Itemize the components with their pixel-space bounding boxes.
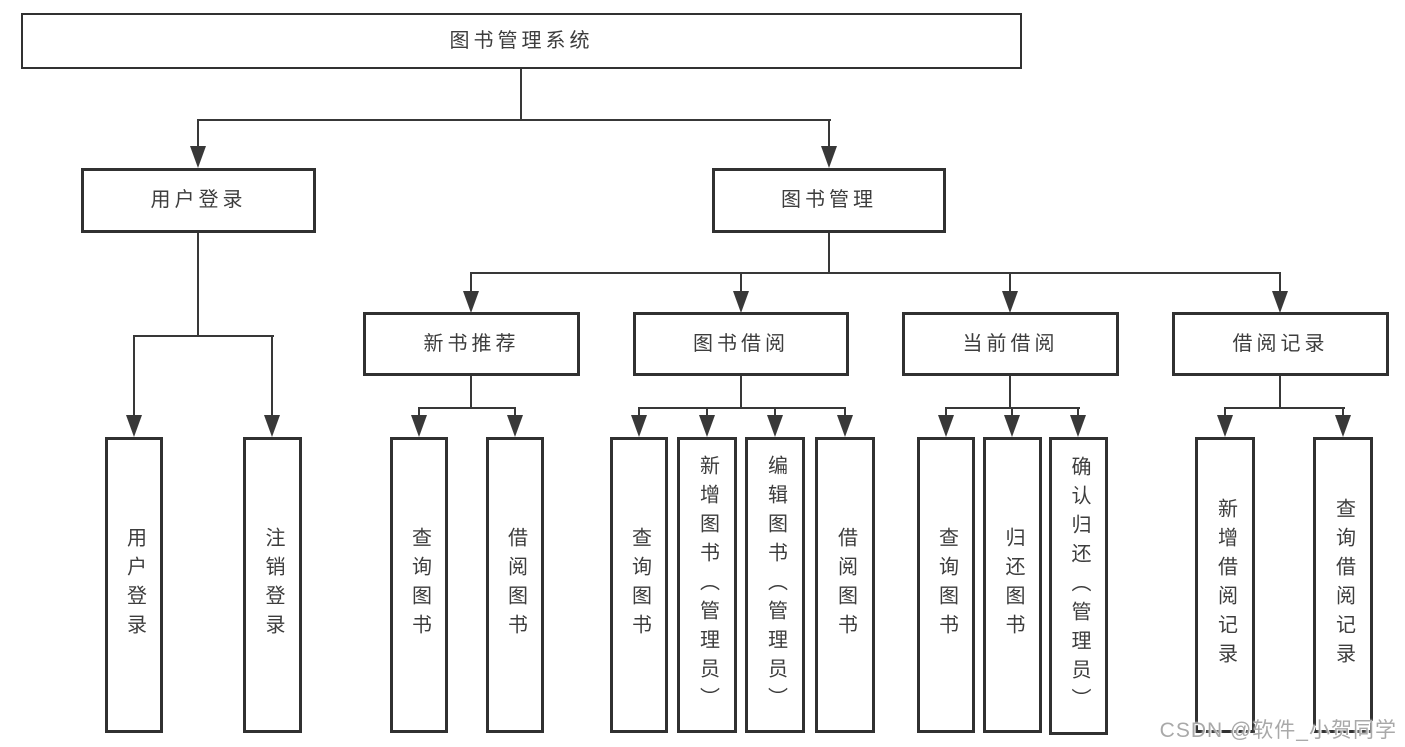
connector-records-rail bbox=[1224, 407, 1345, 409]
connector-arrow-stem bbox=[828, 119, 830, 150]
connector-arrow-stem bbox=[1224, 407, 1226, 419]
node-current-borrowing-label: 当前借阅 bbox=[962, 332, 1059, 355]
node-user-login: 用户登录 bbox=[81, 168, 316, 233]
node-new-book-recommend: 新书推荐 bbox=[363, 312, 580, 376]
arrowhead-icon bbox=[264, 415, 280, 437]
connector-arrow-stem bbox=[945, 407, 947, 419]
leaf-query-books-current: 查询图书 bbox=[917, 437, 975, 733]
leaf-add-borrow-record-label: 新增借阅记录 bbox=[1214, 498, 1237, 672]
leaf-borrow-books-recommend: 借阅图书 bbox=[486, 437, 544, 733]
connector-arrow-stem bbox=[514, 407, 516, 419]
leaf-query-books-borrowing: 查询图书 bbox=[610, 437, 668, 733]
arrowhead-icon bbox=[1272, 291, 1288, 313]
node-current-borrowing: 当前借阅 bbox=[902, 312, 1119, 376]
arrowhead-icon bbox=[126, 415, 142, 437]
arrowhead-icon bbox=[1335, 415, 1351, 437]
arrowhead-icon bbox=[1004, 415, 1020, 437]
connector-root-stem bbox=[520, 69, 522, 121]
node-borrow-records: 借阅记录 bbox=[1172, 312, 1389, 376]
connector-arrow-stem bbox=[271, 335, 273, 419]
leaf-return-books: 归还图书 bbox=[983, 437, 1042, 733]
node-book-borrowing: 图书借阅 bbox=[633, 312, 849, 376]
leaf-confirm-return-admin: 确认归还（管理员） bbox=[1049, 437, 1108, 735]
connector-arrow-stem bbox=[133, 335, 135, 419]
leaf-query-books-current-label: 查询图书 bbox=[935, 527, 958, 643]
arrowhead-icon bbox=[1002, 291, 1018, 313]
connector-arrow-stem bbox=[197, 119, 199, 150]
node-book-management-label: 图书管理 bbox=[781, 189, 877, 211]
leaf-logout: 注销登录 bbox=[243, 437, 302, 733]
leaf-add-book-admin-label: 新增图书（管理员） bbox=[696, 454, 719, 716]
connector-current-stem bbox=[1009, 376, 1011, 409]
leaf-query-books-recommend-label: 查询图书 bbox=[408, 527, 431, 643]
node-book-management: 图书管理 bbox=[712, 168, 946, 233]
leaf-borrow-books-label: 借阅图书 bbox=[834, 527, 857, 643]
connector-arrow-stem bbox=[1009, 272, 1011, 295]
connector-new-rec-stem bbox=[470, 376, 472, 409]
leaf-user-login-label: 用户登录 bbox=[123, 527, 146, 643]
node-new-book-recommend-label: 新书推荐 bbox=[423, 332, 520, 355]
leaf-query-borrow-record: 查询借阅记录 bbox=[1313, 437, 1373, 733]
node-user-login-label: 用户登录 bbox=[150, 189, 247, 211]
connector-records-stem bbox=[1279, 376, 1281, 409]
node-borrow-records-label: 借阅记录 bbox=[1232, 332, 1329, 355]
connector-arrow-stem bbox=[1077, 407, 1079, 419]
arrowhead-icon bbox=[411, 415, 427, 437]
connector-borrow-rail bbox=[638, 407, 846, 409]
leaf-query-books-recommend: 查询图书 bbox=[390, 437, 448, 733]
connector-book-mgmt-stem bbox=[828, 233, 830, 274]
arrowhead-icon bbox=[507, 415, 523, 437]
connector-arrow-stem bbox=[774, 407, 776, 419]
leaf-add-book-admin: 新增图书（管理员） bbox=[677, 437, 737, 733]
connector-level3-rail bbox=[470, 272, 1281, 274]
watermark-text: CSDN @软件_小贺同学 bbox=[1159, 719, 1397, 742]
leaf-add-borrow-record: 新增借阅记录 bbox=[1195, 437, 1255, 733]
leaf-user-login: 用户登录 bbox=[105, 437, 163, 733]
connector-new-rec-rail bbox=[418, 407, 516, 409]
arrowhead-icon bbox=[1217, 415, 1233, 437]
node-library-system: 图书管理系统 bbox=[21, 13, 1022, 69]
leaf-logout-label: 注销登录 bbox=[262, 527, 284, 643]
arrowhead-icon bbox=[837, 415, 853, 437]
arrowhead-icon bbox=[463, 291, 479, 313]
connector-borrow-stem bbox=[740, 376, 742, 409]
connector-arrow-stem bbox=[470, 272, 472, 295]
leaf-borrow-books: 借阅图书 bbox=[815, 437, 875, 733]
connector-arrow-stem bbox=[418, 407, 420, 419]
connector-arrow-stem bbox=[1279, 272, 1281, 295]
connector-arrow-stem bbox=[740, 272, 742, 295]
connector-level2-rail bbox=[197, 119, 831, 121]
node-library-system-label: 图书管理系统 bbox=[449, 29, 594, 52]
arrowhead-icon bbox=[938, 415, 954, 437]
connector-user-login-rail bbox=[133, 335, 274, 337]
connector-user-login-stem bbox=[197, 233, 199, 337]
connector-arrow-stem bbox=[706, 407, 708, 419]
arrowhead-icon bbox=[821, 146, 837, 168]
leaf-query-borrow-record-label: 查询借阅记录 bbox=[1332, 498, 1355, 672]
node-book-borrowing-label: 图书借阅 bbox=[693, 332, 789, 355]
arrowhead-icon bbox=[631, 415, 647, 437]
connector-arrow-stem bbox=[1011, 407, 1013, 419]
leaf-return-books-label: 归还图书 bbox=[1002, 527, 1024, 643]
arrowhead-icon bbox=[733, 291, 749, 313]
arrowhead-icon bbox=[699, 415, 715, 437]
leaf-edit-book-admin: 编辑图书（管理员） bbox=[745, 437, 805, 733]
leaf-confirm-return-admin-label: 确认归还（管理员） bbox=[1068, 455, 1090, 717]
leaf-edit-book-admin-label: 编辑图书（管理员） bbox=[764, 454, 787, 716]
arrowhead-icon bbox=[190, 146, 206, 168]
leaf-borrow-books-recommend-label: 借阅图书 bbox=[504, 527, 527, 643]
arrowhead-icon bbox=[767, 415, 783, 437]
connector-arrow-stem bbox=[844, 407, 846, 419]
arrowhead-icon bbox=[1070, 415, 1086, 437]
connector-arrow-stem bbox=[1342, 407, 1344, 419]
leaf-query-books-borrowing-label: 查询图书 bbox=[628, 527, 651, 643]
connector-arrow-stem bbox=[638, 407, 640, 419]
